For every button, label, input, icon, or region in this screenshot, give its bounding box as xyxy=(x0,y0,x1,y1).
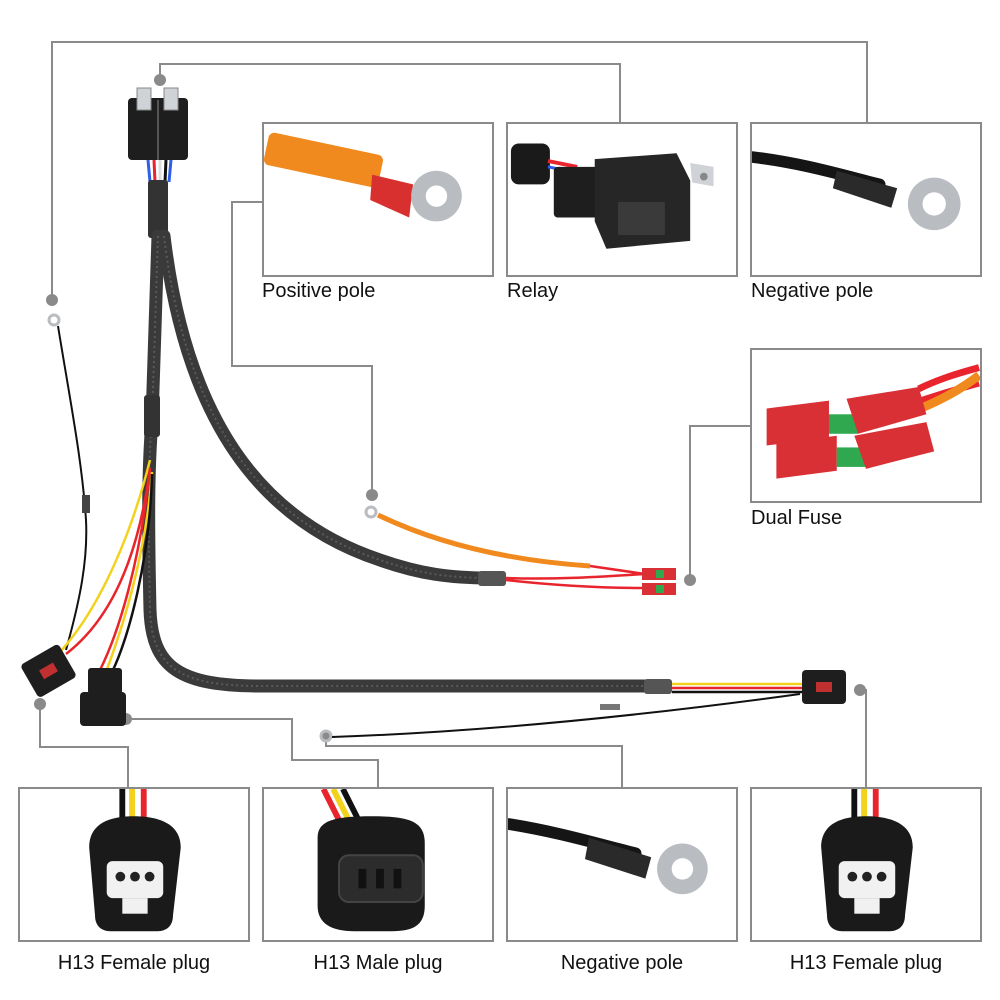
callout-dot xyxy=(34,698,46,710)
callout-h13-male xyxy=(126,718,379,787)
callout-dot xyxy=(154,74,166,86)
thumb-positive-pole xyxy=(262,122,494,277)
caption-negative-pole-bottom: Negative pole xyxy=(560,952,684,974)
caption-h13-female-right: H13 Female plug xyxy=(789,952,943,974)
negative-lead-bottom xyxy=(319,693,801,743)
callout-negative-bottom xyxy=(325,736,623,787)
thumb-negative-pole-bottom xyxy=(506,787,738,942)
thumb-h13-female-right xyxy=(750,787,982,942)
sleeve-texture xyxy=(147,235,650,687)
relay-block xyxy=(128,87,188,160)
heat-shrink xyxy=(144,395,160,437)
heat-shrink xyxy=(148,180,168,238)
left-plug-wires xyxy=(59,459,154,673)
caption-positive-pole: Positive pole xyxy=(262,280,376,302)
thumb-h13-male xyxy=(262,787,494,942)
relay-wires xyxy=(146,159,173,183)
right-female-plug-small xyxy=(802,670,846,704)
callout-h13-female-right xyxy=(860,689,867,787)
heat-shrink xyxy=(478,571,506,586)
negative-ring-terminal-image xyxy=(752,151,961,231)
heat-shrink xyxy=(644,679,672,694)
negative-lead-left xyxy=(47,313,90,651)
dual-fuse-image xyxy=(766,364,980,479)
harness-sleeve xyxy=(142,229,657,693)
left-female-plug-small xyxy=(21,644,76,697)
thumb-dual-fuse xyxy=(750,348,982,503)
callout-relay xyxy=(159,63,621,122)
callout-negative-top xyxy=(51,41,868,300)
right-plug-wires xyxy=(672,682,804,694)
callout-positive xyxy=(231,201,373,495)
caption-h13-female-left: H13 Female plug xyxy=(57,952,211,974)
caption-h13-male: H13 Male plug xyxy=(313,952,443,974)
male-plug-small xyxy=(80,668,126,726)
callout-fuse xyxy=(689,425,752,580)
callout-h13-female-left xyxy=(39,704,129,787)
callout-dot xyxy=(366,489,378,501)
caption-negative-pole-top: Negative pole xyxy=(751,280,874,302)
callout-dot xyxy=(684,574,696,586)
caption-dual-fuse: Dual Fuse xyxy=(751,507,843,529)
caption-relay: Relay xyxy=(507,280,559,302)
callout-dot xyxy=(46,294,58,306)
thumb-negative-pole-top xyxy=(750,122,982,277)
callout-dot xyxy=(854,684,866,696)
negative-ring-terminal-image-bottom xyxy=(508,818,708,895)
h13-female-plug-image-right xyxy=(821,789,913,932)
positive-ring-terminal-image xyxy=(264,132,462,222)
thumb-h13-female-left xyxy=(18,787,250,942)
thumb-relay xyxy=(506,122,738,277)
positive-lead xyxy=(364,505,646,590)
relay-image xyxy=(510,143,714,249)
dual-fuse-small xyxy=(642,568,676,595)
h13-male-plug-image xyxy=(317,789,425,932)
h13-female-plug-image xyxy=(89,789,181,932)
